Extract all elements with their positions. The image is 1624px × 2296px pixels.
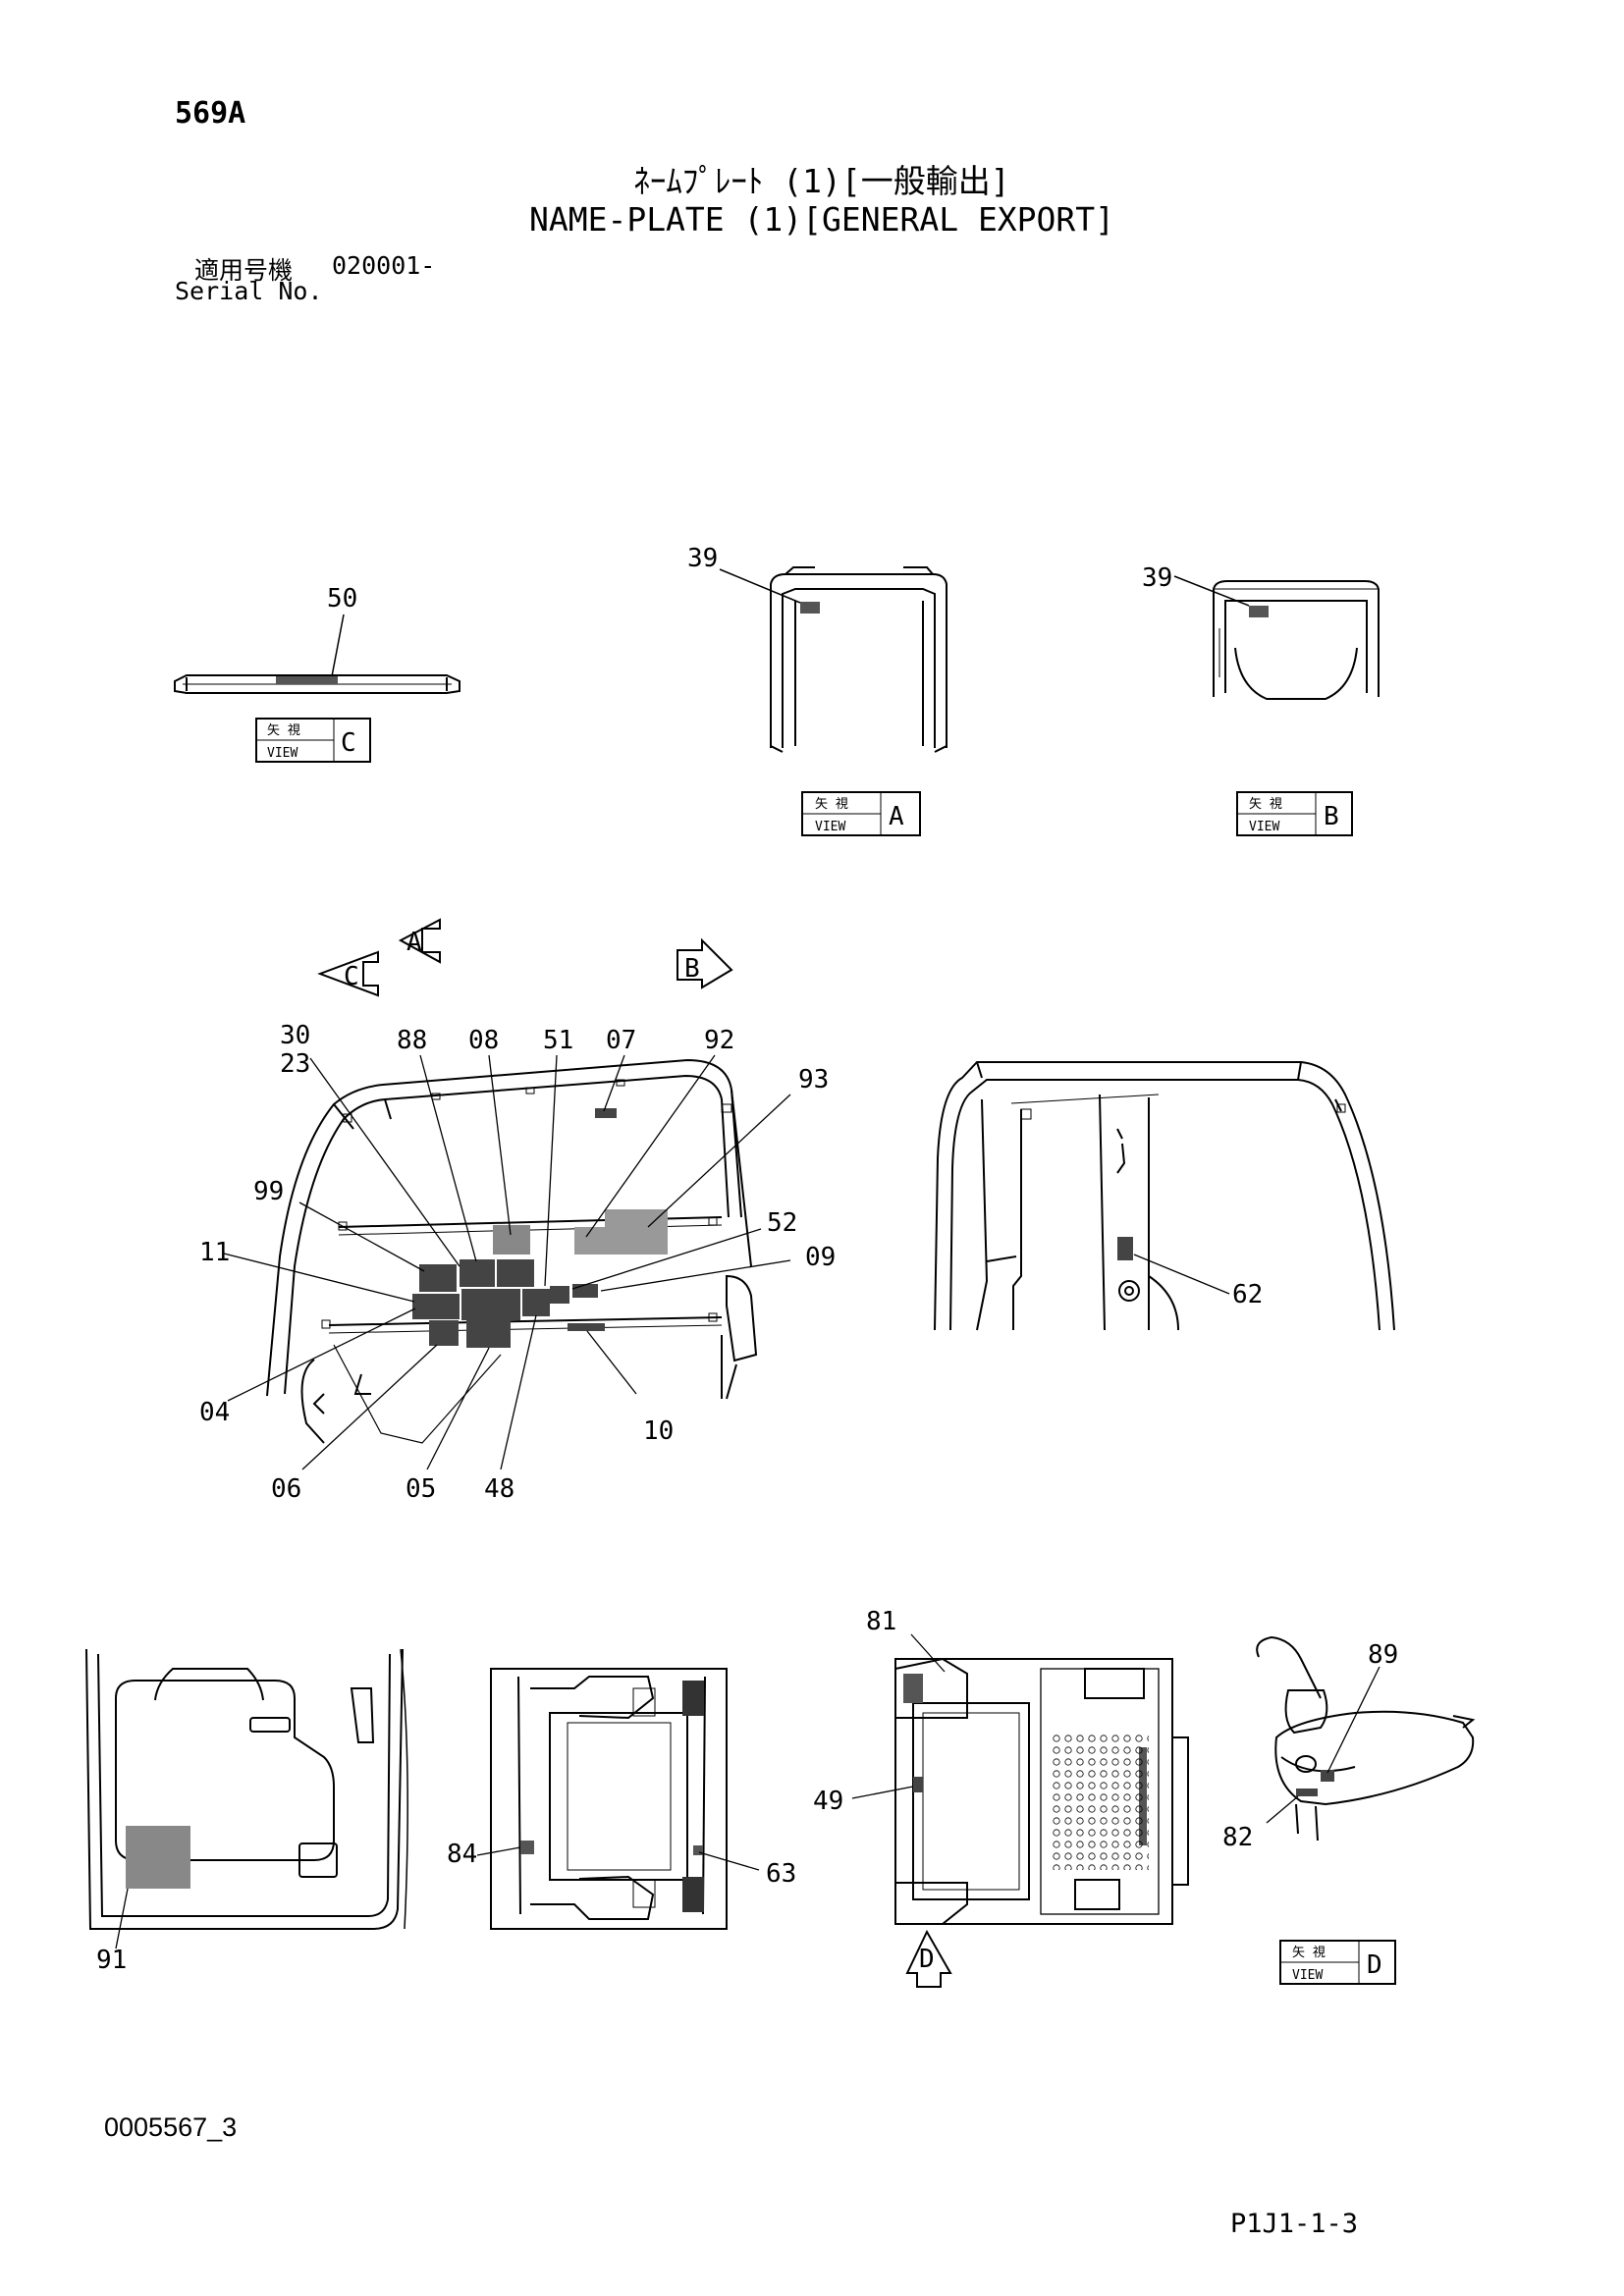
view-box-b-en: VIEW <box>1249 820 1279 834</box>
view-c-bar-drawing <box>174 614 460 694</box>
label-63-mark <box>693 1845 703 1855</box>
label-50-mark <box>276 676 338 684</box>
callout-91: 91 <box>96 1946 127 1975</box>
callout-88: 88 <box>397 1026 427 1055</box>
callout-08: 08 <box>468 1026 499 1055</box>
callout-23: 23 <box>280 1049 310 1079</box>
serial-label-english: Serial No. <box>175 277 323 305</box>
label-39-mark-a <box>800 602 820 614</box>
view-box-c-letter: C <box>341 728 356 758</box>
view-box-b <box>1236 791 1353 836</box>
callout-05: 05 <box>406 1474 436 1504</box>
arrow-a-letter: A <box>406 928 422 957</box>
arrow-a <box>398 918 441 964</box>
view-a-frame-drawing <box>719 566 947 753</box>
arrow-d-letter: D <box>919 1945 935 1974</box>
callout-06: 06 <box>271 1474 301 1504</box>
callout-51: 51 <box>543 1026 573 1055</box>
console-grid <box>1051 1733 1149 1870</box>
arrow-b-letter: B <box>684 954 700 984</box>
callout-92: 92 <box>704 1026 734 1055</box>
callout-49: 49 <box>813 1787 843 1816</box>
view-box-d <box>1279 1940 1396 1985</box>
callout-63: 63 <box>766 1859 796 1889</box>
callout-81: 81 <box>866 1607 896 1636</box>
view-box-a-letter: A <box>889 802 904 831</box>
serial-label-japanese: 適用号機 <box>194 256 294 285</box>
page-code: 569A <box>175 96 246 131</box>
view-box-a <box>801 791 921 836</box>
view-box-a-en: VIEW <box>815 820 845 834</box>
document-id: 0005567_3 <box>104 2112 238 2142</box>
callout-52: 52 <box>767 1208 797 1238</box>
callout-62: 62 <box>1232 1280 1263 1309</box>
cab-leaders <box>223 1054 791 1470</box>
cab-decals <box>412 1108 668 1348</box>
label-49-mark <box>913 1777 923 1792</box>
callout-07: 07 <box>606 1026 636 1055</box>
cab-side-drawing <box>934 1061 1395 1331</box>
callout-04: 04 <box>199 1398 230 1427</box>
view-box-b-letter: B <box>1324 802 1339 831</box>
page-reference: P1J1-1-3 <box>1230 2209 1359 2239</box>
callout-84: 84 <box>447 1840 477 1869</box>
callout-99: 99 <box>253 1177 284 1206</box>
callout-48: 48 <box>484 1474 514 1504</box>
callout-11: 11 <box>199 1238 230 1267</box>
label-82-mark <box>1296 1789 1318 1796</box>
label-89-mark <box>1321 1770 1334 1782</box>
callout-89: 89 <box>1368 1640 1398 1670</box>
arrow-d <box>905 1929 952 1988</box>
callout-39-view-b: 39 <box>1142 563 1172 593</box>
label-84-mark <box>520 1841 534 1854</box>
callout-30: 30 <box>280 1021 310 1050</box>
view-box-c-en: VIEW <box>267 746 298 761</box>
view-box-d-letter: D <box>1367 1950 1382 1980</box>
label-81-mark <box>903 1674 923 1703</box>
view-box-c <box>255 718 371 763</box>
serial-value: 020001- <box>332 251 436 280</box>
door-drawing <box>85 1648 408 1949</box>
view-box-d-en: VIEW <box>1292 1968 1323 1983</box>
arrow-c <box>317 950 379 997</box>
callout-82: 82 <box>1222 1823 1253 1852</box>
view-box-b-jp: 矢 視 <box>1249 797 1282 812</box>
arrow-c-letter: C <box>344 962 359 991</box>
callout-09: 09 <box>805 1243 836 1272</box>
title-japanese: ﾈｰﾑﾌﾟﾚｰﾄ (1)[一般輸出] <box>633 162 1010 200</box>
arrow-b <box>677 937 733 989</box>
view-box-c-jp: 矢 視 <box>267 723 300 738</box>
title-english: NAME-PLATE (1)[GENERAL EXPORT] <box>528 200 1115 239</box>
label-62-mark <box>1117 1237 1133 1260</box>
view-b-frame-drawing <box>1173 575 1380 700</box>
callout-50: 50 <box>327 584 357 614</box>
label-39-mark-b <box>1249 606 1269 617</box>
console-drawing <box>476 1668 760 1930</box>
label-91-mark <box>126 1826 190 1889</box>
callout-39-view-a: 39 <box>687 544 718 573</box>
callout-93: 93 <box>798 1065 829 1095</box>
view-box-d-jp: 矢 視 <box>1292 1946 1326 1960</box>
view-box-a-jp: 矢 視 <box>815 797 848 812</box>
joystick-drawing <box>1256 1635 1476 1842</box>
callout-10: 10 <box>643 1416 674 1446</box>
